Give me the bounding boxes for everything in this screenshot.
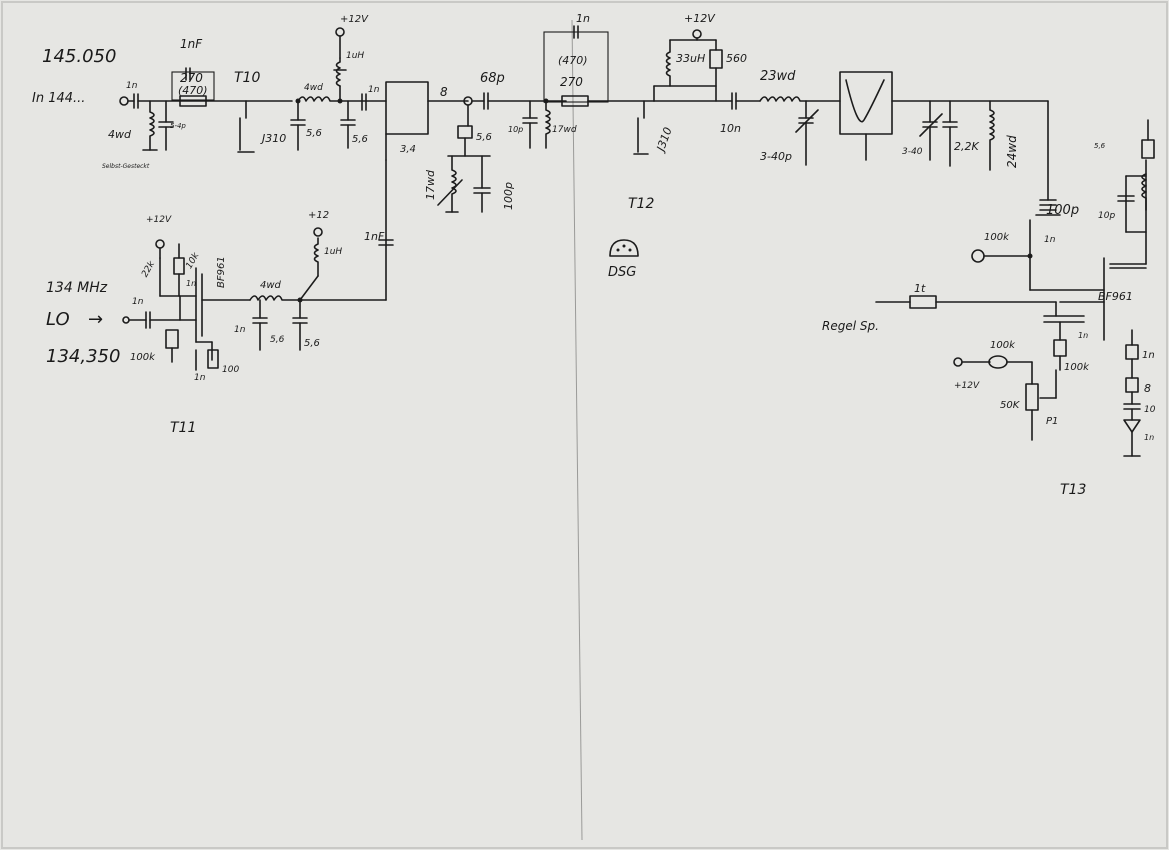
val-c-1nf-top: 1nF [180,37,203,51]
val-l-4wd: 4wd [304,83,323,93]
label-bf961-t11: BF961 [216,256,227,288]
dsg-symbol [609,239,639,257]
val-r-270-b: 270 [560,75,583,89]
val-l-in: 4wd [108,128,132,141]
label-t11: T11 [170,420,196,436]
val-l-1uh-b: 1uH [324,247,342,257]
val-p1: P1 [1046,416,1058,427]
val-c-2-2k: 2,2K [954,140,979,153]
label-regel: Regel Sp. [822,319,879,333]
val-c-5-6d: 5,6 [270,335,285,345]
val-l-23wd: 23wd [760,69,796,84]
val-c-1n-e: 1n [234,325,246,335]
val-c-10p-b: 10p [1098,211,1115,221]
val-c-5-6f: 5,6 [1094,142,1106,150]
val-r-50k: 50K [1000,400,1021,411]
val-note-small: Selbst-Gesteckt [102,163,150,170]
val-r-470: (470) [178,84,208,97]
paper-fold [571,19,583,841]
val-c-1n-h: 1n [1144,433,1154,442]
label-freq-in-note: In 144... [32,91,85,106]
val-r-470-b: (470) [558,54,588,67]
val-r-270: 270 [180,71,203,85]
val-n-8b: 8 [1144,382,1151,395]
val-l-17wd-b: 17wd [424,169,437,200]
val-l-24wd: 24wd [1005,135,1019,168]
label-lo-freq: 134 MHz [46,280,108,296]
val-r-100k-d: 100k [1064,362,1090,373]
val-l-4wd-b: 4wd [260,280,282,291]
val-r-560: 560 [726,52,747,65]
label-bf961: BF961 [1098,290,1133,303]
t12-output [653,29,1105,291]
val-r-100k-b: 100k [130,352,156,363]
val-c-100p-a: 100p [502,182,515,210]
label-lo: LO [46,309,70,330]
val-r-10k: 10k [184,251,201,271]
val-c-68p: 68p [480,71,505,86]
val-c-5-6: 5,6 [306,128,322,139]
val-l-1uh-a: 1uH [346,51,364,61]
val-r-100k-c: 100k [990,340,1016,351]
val-l-17wd-a: 17wd [552,125,577,135]
val-c-1n-a: 1n [368,85,380,95]
val-c-3-40p: 3-40p [760,150,792,163]
val-plus12-c: +12V [146,215,172,225]
val-c-1n-b: 1n [1044,235,1056,245]
val-block-3-4: 3,4 [400,144,416,155]
val-c-1n-d: 1n [194,373,206,383]
val-c-5-6b: 5,6 [352,134,368,145]
val-r-100: 100 [222,365,239,375]
label-freq-in: 145.050 [42,46,116,67]
label-lo-freq2: 134,350 [46,346,120,367]
t11-lo-stage [122,159,394,371]
val-l-33uh: 33uH [676,52,705,65]
val-plus12-e: +12 [308,210,329,221]
val-c-1n-lo: 1n [132,297,144,307]
val-c-5-6e: 5,6 [304,338,320,349]
label-t13: T13 [1060,482,1086,498]
label-t10: T10 [234,70,260,86]
label-t12: T12 [628,196,654,212]
val-c-1n-c: 1n [186,279,196,288]
val-plus12-b: +12V [684,12,716,25]
val-c-3-40p-b: 3-40 [902,147,923,157]
val-n-8: 8 [440,85,448,99]
t13-stage [875,119,1155,457]
val-c-5-6c: 5,6 [476,132,492,143]
lo-arrow: → [88,309,103,330]
val-j310-b: J310 [654,125,675,154]
val-plus12-d: +12V [954,381,980,391]
val-c-1n-top2: 1n [576,12,590,25]
val-j310-a: J310 [260,132,286,145]
val-c-5-4p: 5-4p [170,122,186,130]
label-dsg: DSG [608,265,636,280]
val-c-10: 10 [1144,405,1156,415]
val-l-1t: 1t [914,282,926,295]
val-c-1n-f: 1n [1078,331,1088,340]
input-stage [119,27,429,161]
val-plus12-a: +12V [340,14,369,25]
val-c-in: 1n [126,81,138,91]
val-r-100k-a: 100k [984,232,1010,243]
val-c-10n: 10n [720,122,741,135]
val-r-22k: 22k [140,259,157,279]
val-c-100p-b: 100p [1046,203,1079,218]
val-c-1nf-b: 1nF [364,230,385,243]
mid-filter [427,25,655,213]
val-c-1n-g: 1n [1142,350,1155,361]
val-c-10p: 10p [508,125,523,134]
